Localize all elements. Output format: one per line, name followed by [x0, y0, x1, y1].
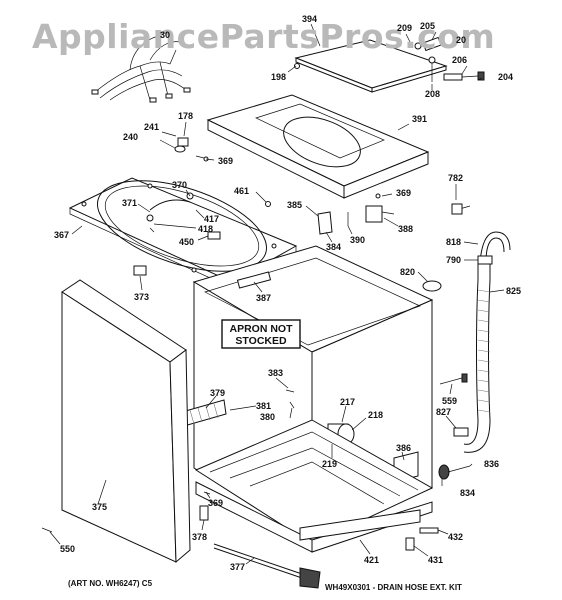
- callout-label: 377: [230, 562, 245, 572]
- callout-label: 384: [326, 242, 341, 252]
- callout-label: 380: [260, 412, 275, 422]
- callout-label: 383: [268, 368, 283, 378]
- support-rod-drawing: [213, 543, 321, 589]
- callout-label: 371: [122, 198, 137, 208]
- callout-label: 240: [123, 132, 138, 142]
- wire-harness-drawing: [91, 35, 191, 103]
- callout-label: 421: [364, 555, 379, 565]
- apron-note: APRON NOT STOCKED: [221, 319, 301, 349]
- callout-label: 217: [340, 397, 355, 407]
- callout-label: 178: [178, 111, 193, 121]
- callout-label: 198: [271, 72, 286, 82]
- callout-label: 431: [428, 555, 443, 565]
- callout-label: 825: [506, 286, 521, 296]
- kit-note: WH49X0301 - DRAIN HOSE EXT. KIT: [325, 583, 462, 592]
- callout-label: 386: [396, 443, 411, 453]
- cabinet-base-drawing: [194, 419, 434, 553]
- callout-label: 820: [400, 267, 415, 277]
- callout-label: 370: [172, 180, 187, 190]
- callout-label: 369: [208, 498, 223, 508]
- callout-label: 834: [460, 488, 475, 498]
- art-number-note: (ART NO. WH6247) C5: [68, 579, 153, 588]
- callout-label: 387: [256, 293, 271, 303]
- callout-label: 208: [425, 89, 440, 99]
- lid-switch-parts-drawing: [294, 36, 485, 82]
- callout-labels: 30 394 209 205 20 198 206 204 208 178 24…: [54, 14, 521, 572]
- small-clip-parts-drawing: [174, 137, 209, 162]
- callout-label: 432: [448, 532, 463, 542]
- callout-label: 218: [368, 410, 383, 420]
- clip-373-drawing: [133, 265, 147, 276]
- callout-label: 381: [256, 401, 271, 411]
- callout-label: 388: [398, 224, 413, 234]
- callout-label: 461: [234, 186, 249, 196]
- callout-label: 209: [397, 23, 412, 33]
- top-cover-drawing: [206, 94, 430, 199]
- callout-label: 205: [420, 21, 435, 31]
- apron-note-line-1: APRON NOT: [230, 323, 294, 335]
- callout-label: 836: [484, 459, 499, 469]
- callout-label: 379: [210, 388, 225, 398]
- callout-label: 241: [144, 122, 159, 132]
- lid-drawing: [294, 39, 448, 93]
- switch-parts-drawing: [317, 193, 395, 235]
- apron-note-line-2: STOCKED: [235, 335, 287, 347]
- callout-label: 375: [92, 502, 107, 512]
- watermark: AppliancePartsPros.com: [32, 17, 495, 56]
- callout-label: 790: [446, 255, 461, 265]
- callout-label: 204: [498, 72, 513, 82]
- leader-lines: [49, 23, 505, 565]
- drain-hose-drawing: [405, 203, 511, 551]
- callout-label: 369: [218, 156, 233, 166]
- front-panel-drawing: [61, 279, 191, 564]
- callout-label: 206: [452, 55, 467, 65]
- callout-truncated: 30: [160, 30, 170, 40]
- callout-label: 394: [302, 14, 317, 24]
- callout-label: 418: [198, 224, 213, 234]
- callout-label: 391: [412, 114, 427, 124]
- callout-label: 20: [456, 35, 466, 45]
- callout-label: 219: [322, 459, 337, 469]
- callout-label: 378: [192, 532, 207, 542]
- callout-label: 373: [134, 292, 149, 302]
- callout-label: 390: [350, 235, 365, 245]
- callout-label: 369: [396, 188, 411, 198]
- callout-label: 550: [60, 544, 75, 554]
- callout-label: 827: [436, 407, 451, 417]
- callout-label: 367: [54, 230, 69, 240]
- callout-label: 385: [287, 200, 302, 210]
- callout-label: 559: [442, 396, 457, 406]
- callout-label: 818: [446, 237, 461, 247]
- callout-label: 450: [179, 237, 194, 247]
- callout-label: 782: [448, 173, 463, 183]
- callout-label: 417: [204, 214, 219, 224]
